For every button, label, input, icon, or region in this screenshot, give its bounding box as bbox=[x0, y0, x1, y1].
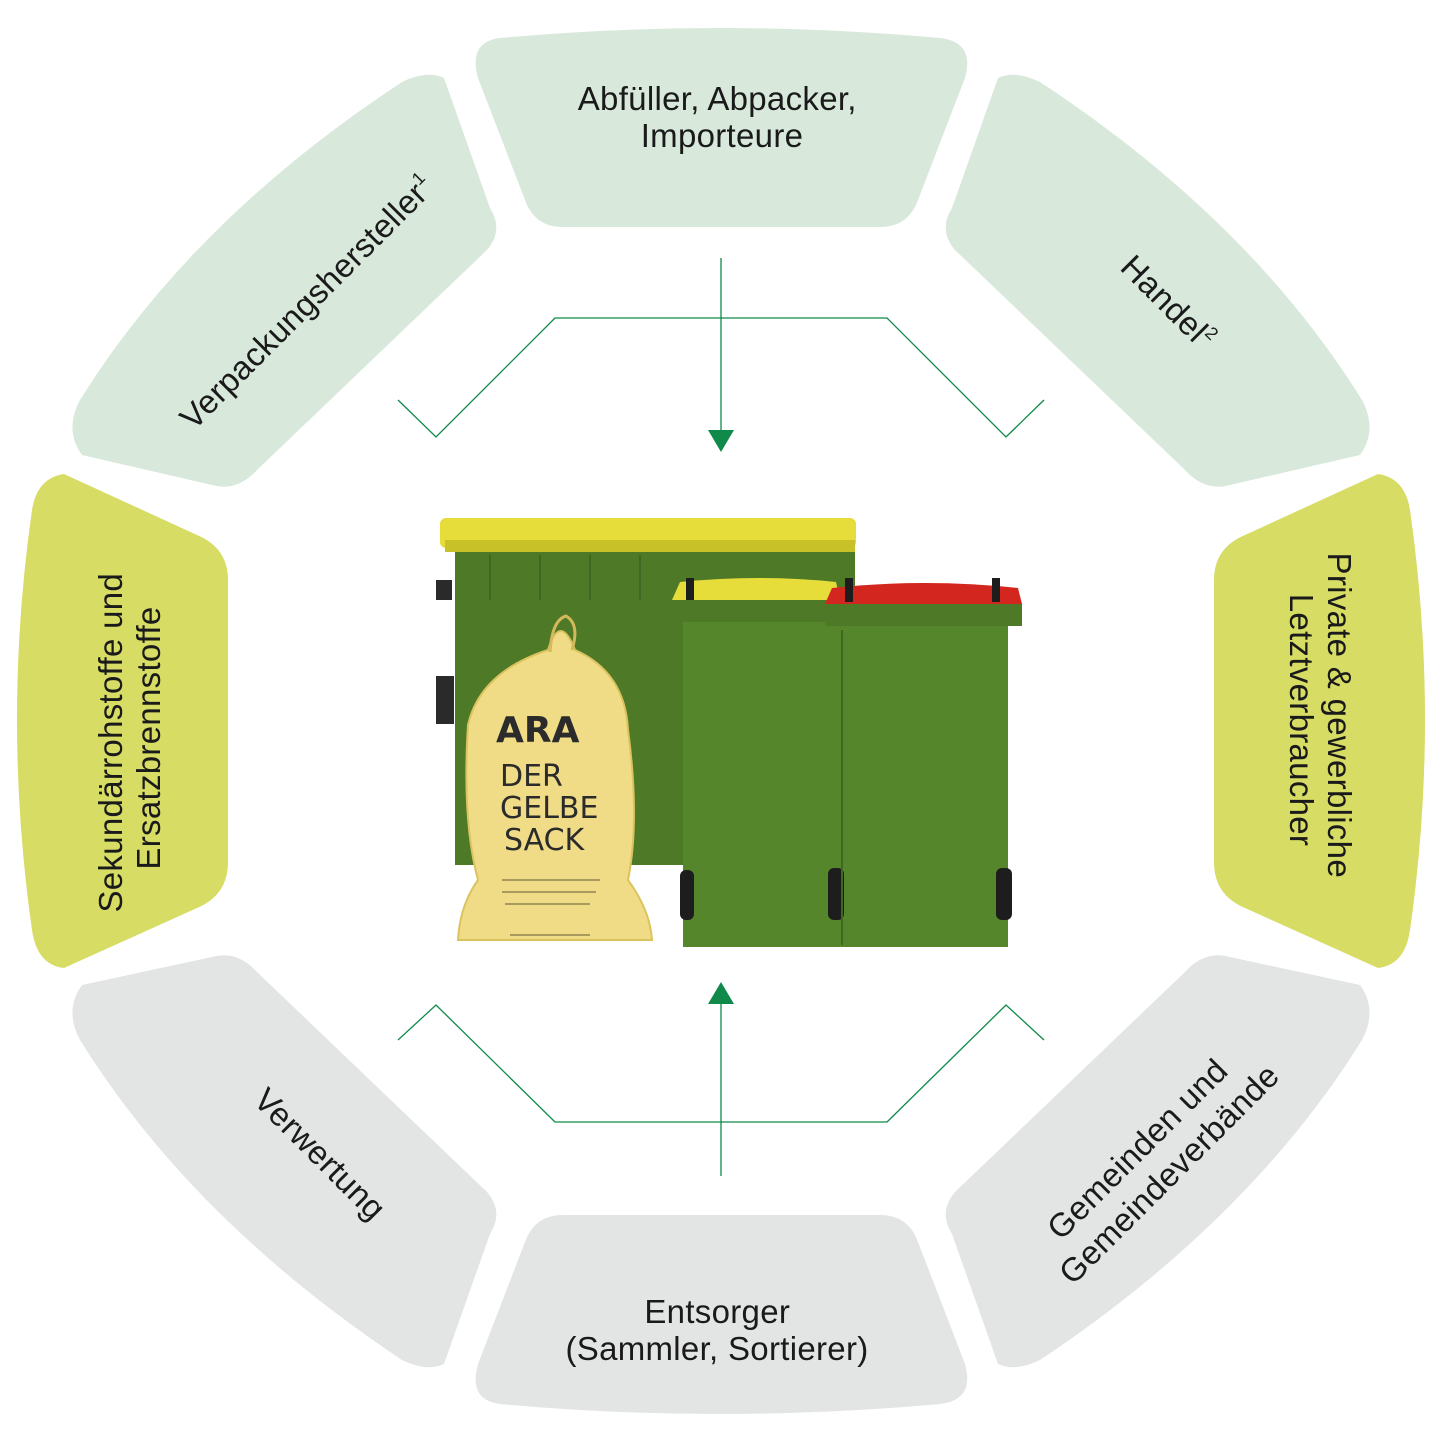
segment-right-line1: Private & gewerbliche bbox=[1321, 553, 1358, 878]
yellow-lid-bin-body bbox=[683, 615, 843, 947]
segment-top-line2: Importeure bbox=[641, 117, 804, 154]
segment-right-shape bbox=[1214, 474, 1425, 968]
yellow-bag-shape bbox=[456, 630, 654, 941]
segment-top-line1: Abfüller, Abpacker, bbox=[578, 80, 857, 117]
segment-bottom: Entsorger (Sammler, Sortierer) bbox=[475, 1214, 968, 1414]
segment-top-left: Verpackungshersteller1 bbox=[72, 74, 497, 487]
segment-right: Private & gewerbliche Letztverbraucher bbox=[1214, 474, 1425, 968]
segment-bottom-right-shape bbox=[945, 955, 1370, 1368]
segment-bottom-line1: Entsorger bbox=[644, 1293, 790, 1330]
arrow-down-head bbox=[708, 430, 734, 452]
bag-line1: DER bbox=[500, 759, 563, 794]
yellow-lid-bin-wheel bbox=[680, 870, 694, 920]
yellow-lid-bin bbox=[672, 578, 843, 947]
red-lid-bin-body bbox=[840, 615, 1008, 947]
red-lid-bin bbox=[825, 578, 1022, 947]
segment-top: Abfüller, Abpacker, Importeure bbox=[475, 28, 968, 228]
segment-left-line1: Sekundärrohstoffe und bbox=[92, 573, 129, 913]
red-lid-bin-wheel-left bbox=[828, 868, 844, 920]
svg-text:Entsorger (Sammler, Sort: Entsorger (Sammler, Sortierer) bbox=[565, 1293, 868, 1367]
segment-bottom-left: Verwertung bbox=[72, 955, 497, 1368]
waste-containers-image: ARA DER GELBE SACK bbox=[436, 518, 1022, 947]
svg-text:Sekundärrohstoffe und Er: Sekundärrohstoffe und Ersatzbrennstoffe bbox=[92, 563, 167, 912]
arrow-up-head bbox=[708, 982, 734, 1004]
svg-text:Abfüller, Abpacker, Impo: Abfüller, Abpacker, Importeure bbox=[578, 80, 867, 154]
segment-right-line2: Letztverbraucher bbox=[1283, 594, 1320, 846]
svg-text:Private & gewerbliche Le: Private & gewerbliche Letztverbraucher bbox=[1283, 553, 1358, 888]
segment-top-right: Handel2 bbox=[945, 74, 1370, 487]
red-lid-bin-wheel-right bbox=[996, 868, 1012, 920]
yellow-lid-bin-lid bbox=[672, 578, 840, 600]
segment-top-shape bbox=[475, 28, 968, 228]
segment-bottom-right: Gemeinden und Gemeindeverbände bbox=[945, 955, 1370, 1368]
segment-bottom-left-shape bbox=[72, 955, 497, 1368]
segment-top-right-shape bbox=[945, 74, 1370, 487]
connector-lines bbox=[397, 258, 1045, 1176]
bag-brand: ARA bbox=[496, 710, 580, 751]
segment-top-left-shape bbox=[72, 74, 497, 487]
yellow-bag: ARA DER GELBE SACK bbox=[456, 614, 654, 941]
segment-bottom-shape bbox=[475, 1214, 968, 1414]
bag-line2: GELBE bbox=[500, 791, 598, 826]
segment-left-shape bbox=[17, 474, 228, 968]
red-lid-bin-lid bbox=[825, 583, 1022, 604]
bag-line3: SACK bbox=[504, 823, 586, 858]
segment-left: Sekundärrohstoffe und Ersatzbrennstoffe bbox=[17, 474, 228, 968]
segment-left-line2: Ersatzbrennstoffe bbox=[130, 606, 167, 869]
segment-bottom-line2: (Sammler, Sortierer) bbox=[565, 1330, 868, 1367]
